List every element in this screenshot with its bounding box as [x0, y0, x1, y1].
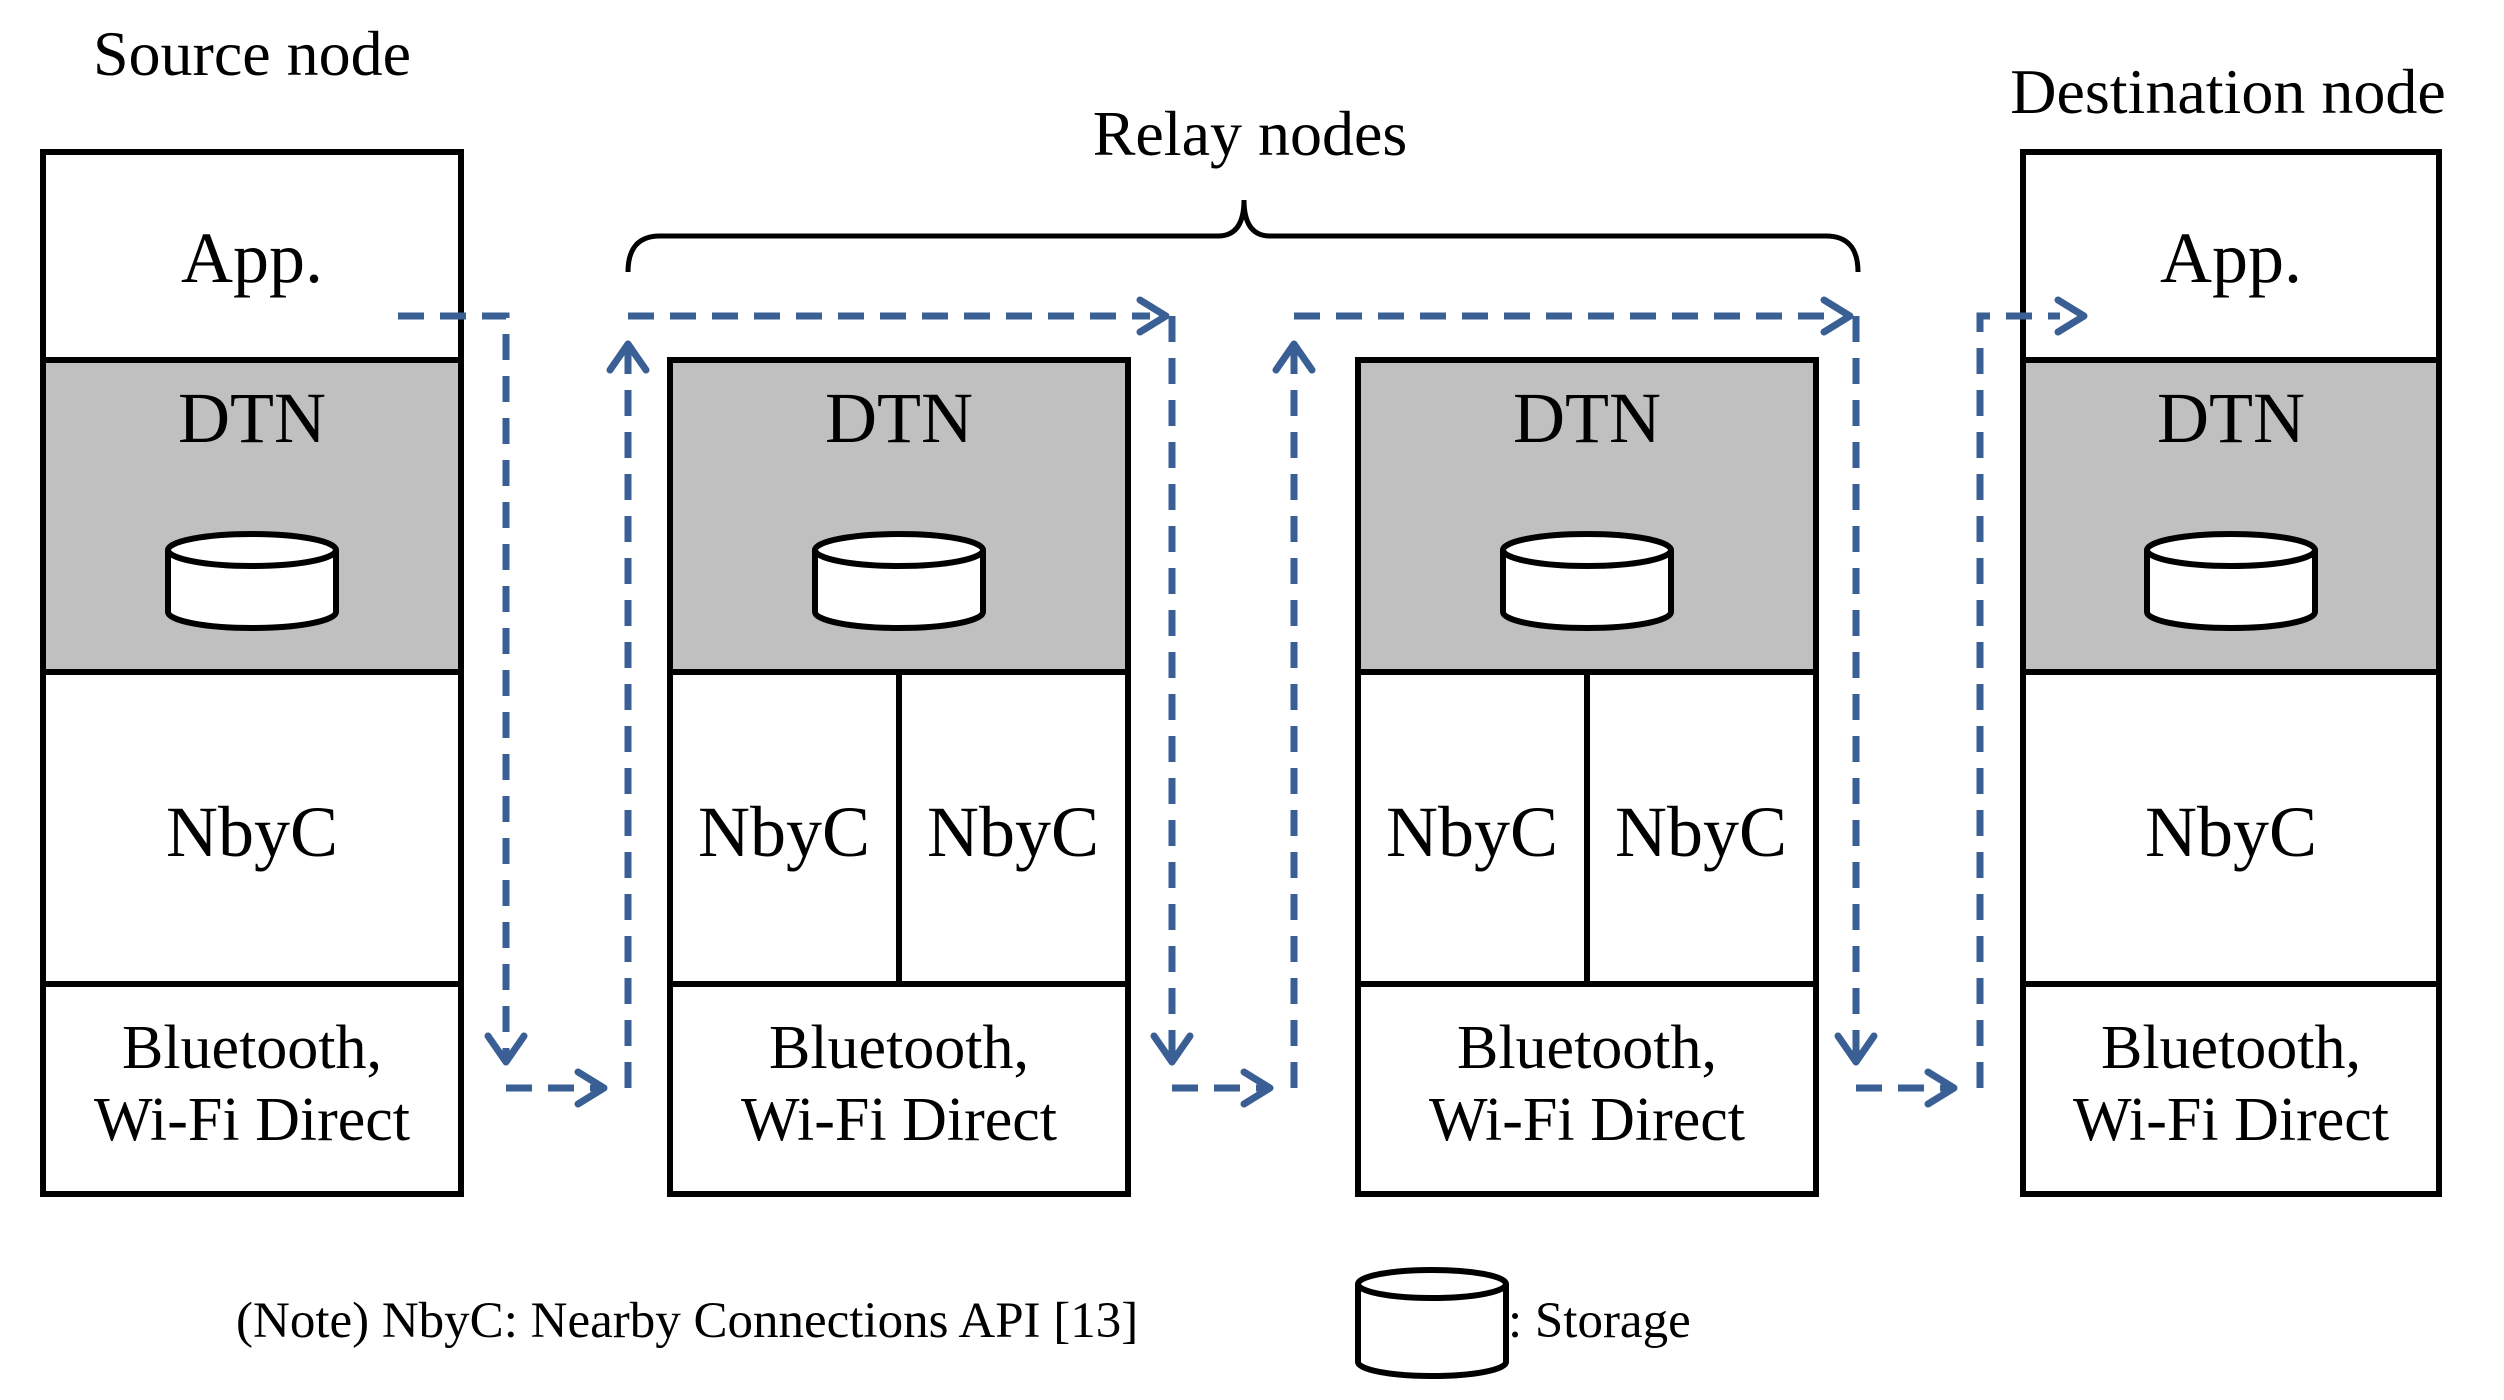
relay-nodes-heading: Relay nodes: [1092, 98, 1408, 169]
relay1-nbyc-right-label: NbyC: [926, 792, 1100, 872]
arrowhead-down-icon: [484, 1032, 528, 1066]
destination-app-layer: [2020, 149, 2442, 363]
source-nbyc-layer: [40, 669, 464, 987]
destination-dtn-label: DTN: [2157, 378, 2305, 458]
arrowhead-right-icon: [1924, 1068, 1958, 1108]
destination-nbyc-layer: [2020, 669, 2442, 987]
phy-line-2: Wi-Fi Direct: [2072, 1086, 2390, 1154]
destination-node-heading: Destination node: [2010, 56, 2446, 127]
destination-phy-layer: [2020, 981, 2442, 1197]
destination-phy-label: Bluetooth, Wi-Fi Direct: [2073, 1012, 2389, 1156]
storage-icon: [1500, 531, 1674, 631]
arrowhead-right-icon: [2054, 296, 2088, 336]
source-app-label: App.: [181, 218, 323, 298]
relay1-nbyc-left-label: NbyC: [697, 792, 871, 872]
relay1-phy-label: Bluetooth, Wi-Fi Direct: [741, 1012, 1057, 1156]
relay2-dtn-label: DTN: [1513, 378, 1661, 458]
relay2-nbyc-left-label: NbyC: [1385, 792, 1559, 872]
phy-line-1: Bluetooth,: [1456, 1014, 1718, 1082]
relay2-phy-label: Bluetooth, Wi-Fi Direct: [1429, 1012, 1745, 1156]
storage-icon: [812, 531, 986, 631]
storage-icon: [2144, 531, 2318, 631]
arrowhead-right-icon: [1820, 296, 1854, 336]
arrowhead-right-icon: [1136, 296, 1170, 336]
legend-storage-icon: [1355, 1267, 1509, 1379]
source-dtn-label: DTN: [178, 378, 326, 458]
source-phy-label: Bluetooth, Wi-Fi Direct: [94, 1012, 410, 1156]
arrowhead-right-icon: [1240, 1068, 1274, 1108]
legend-note: (Note) NbyC: Nearby Connections API [13]: [236, 1293, 1139, 1349]
arrowhead-up-icon: [1272, 340, 1316, 374]
source-node: [40, 149, 464, 1197]
phy-line-2: Wi-Fi Direct: [93, 1086, 411, 1154]
destination-nbyc-label: NbyC: [2144, 792, 2318, 872]
source-nbyc-label: NbyC: [165, 792, 339, 872]
flow-source-down: [398, 312, 510, 1060]
storage-icon: [165, 531, 339, 631]
phy-line-1: Bluetooth,: [121, 1014, 383, 1082]
flow-arrowheads: [484, 296, 2088, 1108]
phy-line-1: Bluetooth,: [2100, 1014, 2362, 1082]
relay-nodes-brace: [625, 199, 1861, 273]
relay1-phy-layer: [667, 981, 1131, 1197]
data-flow-path: [398, 312, 2060, 1092]
phy-line-2: Wi-Fi Direct: [1428, 1086, 1746, 1154]
source-node-heading: Source node: [92, 18, 412, 89]
relay1-dtn-label: DTN: [825, 378, 973, 458]
arrowhead-right-icon: [574, 1068, 608, 1108]
destination-app-label: App.: [2160, 218, 2302, 298]
relay2-nbyc-right-label: NbyC: [1614, 792, 1788, 872]
relay-node-2: [1355, 357, 1819, 1197]
legend-storage-label: : Storage: [1508, 1293, 1691, 1349]
source-phy-layer: [40, 981, 464, 1197]
arrowhead-up-icon: [606, 340, 650, 374]
arrowhead-down-icon: [1834, 1032, 1878, 1066]
destination-node: [2020, 149, 2442, 1197]
phy-line-1: Bluetooth,: [768, 1014, 1030, 1082]
arrowhead-down-icon: [1150, 1032, 1194, 1066]
phy-line-2: Wi-Fi Direct: [740, 1086, 1058, 1154]
relay-node-1: [667, 357, 1131, 1197]
relay2-phy-layer: [1355, 981, 1819, 1197]
flow-destination-up: [1976, 312, 2060, 1088]
source-app-layer: [40, 149, 464, 363]
